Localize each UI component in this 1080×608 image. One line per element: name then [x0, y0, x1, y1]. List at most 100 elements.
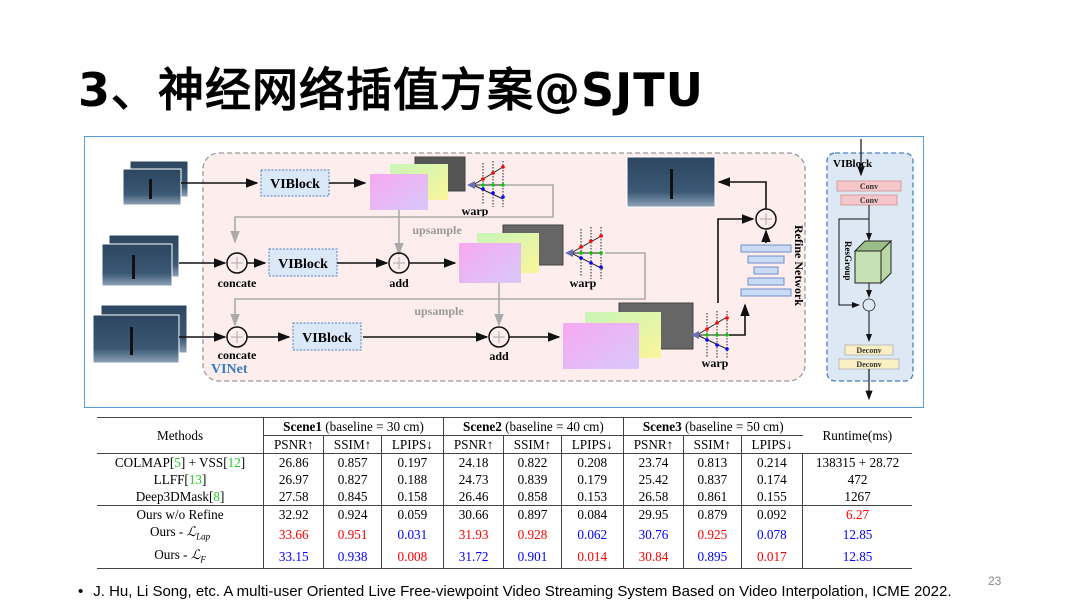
viblock-3-label: VIBlock: [302, 331, 352, 346]
value-cell: 0.897: [503, 505, 562, 523]
value-cell: 0.084: [560, 505, 624, 523]
value-cell: 0.188: [380, 471, 444, 488]
deconv-1-label: Deconv: [856, 346, 881, 355]
concate-1-label: concate: [218, 276, 257, 290]
runtime-cell: 138315 + 28.72: [802, 453, 912, 471]
method-cell: Ours - ℒF: [97, 545, 264, 570]
value-cell: 0.938: [323, 545, 382, 570]
value-cell: 29.95: [622, 505, 684, 523]
value-cell: 0.879: [683, 505, 742, 523]
value-cell: 0.014: [560, 545, 624, 570]
value-cell: 0.951: [323, 523, 382, 546]
deconv-2-label: Deconv: [856, 360, 881, 369]
value-cell: 0.179: [560, 471, 624, 488]
metric-header: PSNR↑: [442, 435, 504, 454]
conv-1-label: Conv: [860, 182, 878, 191]
value-cell: 0.895: [683, 545, 742, 570]
value-cell: 23.74: [622, 453, 684, 471]
refine-network-blocks: [740, 244, 792, 297]
resgroup-cube: [853, 239, 893, 285]
runtime-cell: 12.85: [802, 545, 912, 570]
runtime-cell: 472: [802, 471, 912, 488]
conv-1: [836, 180, 902, 192]
value-cell: 0.901: [503, 545, 562, 570]
value-cell: 0.861: [683, 488, 742, 506]
value-cell: 0.928: [503, 523, 562, 546]
scene3-header: Scene3 (baseline = 50 cm): [622, 417, 803, 436]
value-cell: 30.76: [622, 523, 684, 546]
value-cell: 0.174: [740, 471, 803, 488]
page-number: 23: [988, 574, 1002, 588]
value-cell: 0.017: [740, 545, 803, 570]
value-cell: 0.153: [560, 488, 624, 506]
metric-header: LPIPS↓: [560, 435, 624, 454]
value-cell: 26.46: [442, 488, 504, 506]
metric-header: SSIM↑: [503, 435, 562, 454]
architecture-diagram: VIBlock warp upsample concate VIBlock ad…: [92, 139, 914, 401]
method-cell: Ours w/o Refine: [97, 505, 264, 523]
warp-3: [691, 311, 729, 359]
scene2-header: Scene2 (baseline = 40 cm): [442, 417, 624, 436]
methods-header: Methods: [97, 417, 264, 454]
value-cell: 30.66: [442, 505, 504, 523]
warp-1: [467, 161, 505, 207]
value-cell: 0.008: [380, 545, 444, 570]
deconv-1: [844, 344, 894, 356]
metric-header: PSNR↑: [622, 435, 684, 454]
warp-1-label: warp: [462, 204, 489, 218]
value-cell: 26.58: [622, 488, 684, 506]
input-frames-1: [122, 160, 189, 206]
value-cell: 0.214: [740, 453, 803, 471]
value-cell: 26.97: [263, 471, 324, 488]
method-cell: Deep3DMask[8]: [135, 489, 225, 504]
value-cell: 0.158: [380, 488, 444, 506]
warp-3-label: warp: [702, 356, 729, 370]
results-table: Methods Scene1 (baseline = 30 cm) Scene2…: [97, 417, 912, 570]
value-cell: 33.66: [263, 523, 324, 546]
resgroup-label: ResGroup: [843, 241, 853, 280]
conv-2-label: Conv: [860, 196, 878, 205]
method-cell: Ours - ℒLap: [149, 524, 211, 542]
viblock-1-label: VIBlock: [270, 177, 320, 192]
upsample-2-label: upsample: [414, 304, 464, 318]
upsample-1-label: upsample: [412, 223, 462, 237]
value-cell: 0.208: [560, 453, 624, 471]
value-cell: 31.93: [442, 523, 504, 546]
runtime-cell: 6.27: [802, 505, 912, 523]
runtime-cell: 1267: [802, 488, 912, 506]
viblock-2-label: VIBlock: [278, 257, 328, 272]
value-cell: 0.092: [740, 505, 803, 523]
value-cell: 0.062: [560, 523, 624, 546]
concate-2-label: concate: [218, 348, 257, 362]
value-cell: 24.73: [442, 471, 504, 488]
value-cell: 0.857: [323, 453, 382, 471]
metric-header: SSIM↑: [683, 435, 742, 454]
warp-2-label: warp: [570, 276, 597, 290]
metric-header: LPIPS↓: [740, 435, 803, 454]
value-cell: 0.924: [323, 505, 382, 523]
input-frames-3: [92, 304, 188, 364]
metric-header: PSNR↑: [263, 435, 324, 454]
value-cell: 30.84: [622, 545, 684, 570]
input-frames-2: [101, 234, 180, 287]
runtime-cell: 12.85: [802, 523, 912, 546]
value-cell: 0.822: [503, 453, 562, 471]
metric-header: SSIM↑: [323, 435, 382, 454]
value-cell: 0.858: [503, 488, 562, 506]
value-cell: 0.837: [683, 471, 742, 488]
refine-network-label: Refine Network: [792, 225, 806, 306]
value-cell: 0.845: [323, 488, 382, 506]
bullet: •: [78, 583, 84, 600]
value-cell: 0.031: [380, 523, 444, 546]
citation: •J. Hu, Li Song, etc. A multi-user Orien…: [78, 583, 952, 600]
architecture-figure: VIBlock warp upsample concate VIBlock ad…: [84, 136, 924, 408]
slide-title: 3、神经网络插值方案@SJTU: [78, 63, 704, 117]
value-cell: 31.72: [442, 545, 504, 570]
value-cell: 24.18: [442, 453, 504, 471]
